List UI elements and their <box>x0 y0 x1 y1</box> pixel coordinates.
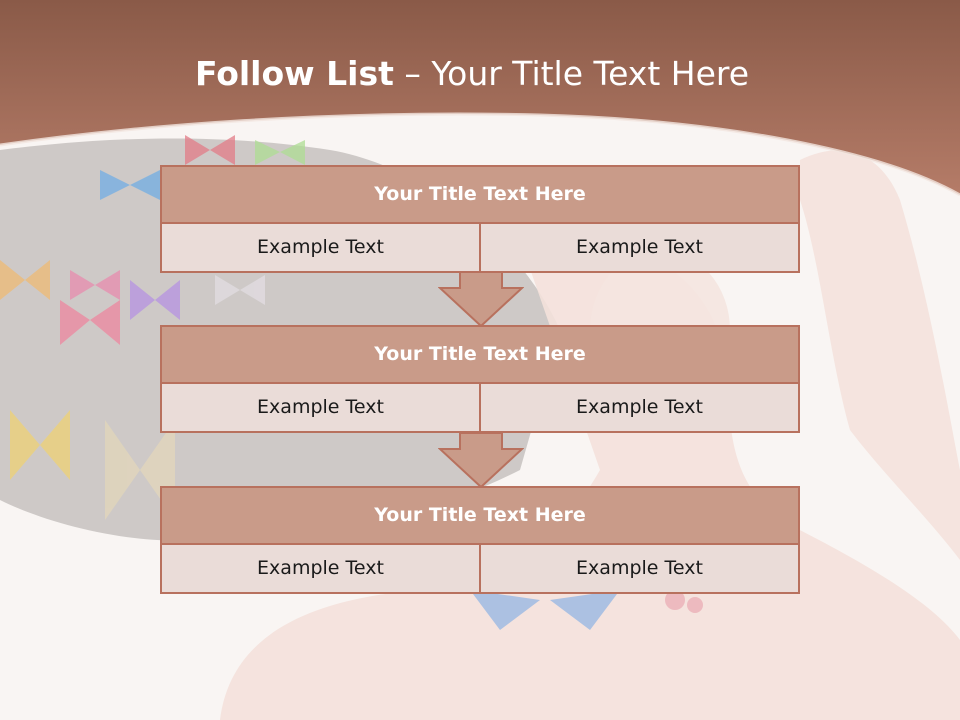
block-cell-right: Example Text <box>479 384 798 431</box>
down-arrow-icon <box>438 432 524 489</box>
block-row: Example Text Example Text <box>162 384 798 431</box>
block-cell-left: Example Text <box>162 224 479 271</box>
block-title: Your Title Text Here <box>162 327 798 384</box>
block-title: Your Title Text Here <box>162 488 798 545</box>
flow-block-3: Your Title Text Here Example Text Exampl… <box>160 486 800 594</box>
block-row: Example Text Example Text <box>162 545 798 592</box>
slide-title-bold: Follow List <box>194 54 394 93</box>
slide-title: Follow List – Your Title Text Here <box>0 52 944 96</box>
down-arrow-icon <box>438 271 524 328</box>
block-cell-left: Example Text <box>162 545 479 592</box>
slide-title-rest: – Your Title Text Here <box>393 54 750 93</box>
block-cell-right: Example Text <box>479 545 798 592</box>
flow-block-1: Your Title Text Here Example Text Exampl… <box>160 165 800 273</box>
block-row: Example Text Example Text <box>162 224 798 271</box>
block-cell-right: Example Text <box>479 224 798 271</box>
block-cell-left: Example Text <box>162 384 479 431</box>
block-title: Your Title Text Here <box>162 167 798 224</box>
flow-block-2: Your Title Text Here Example Text Exampl… <box>160 325 800 433</box>
header-band <box>0 0 960 197</box>
